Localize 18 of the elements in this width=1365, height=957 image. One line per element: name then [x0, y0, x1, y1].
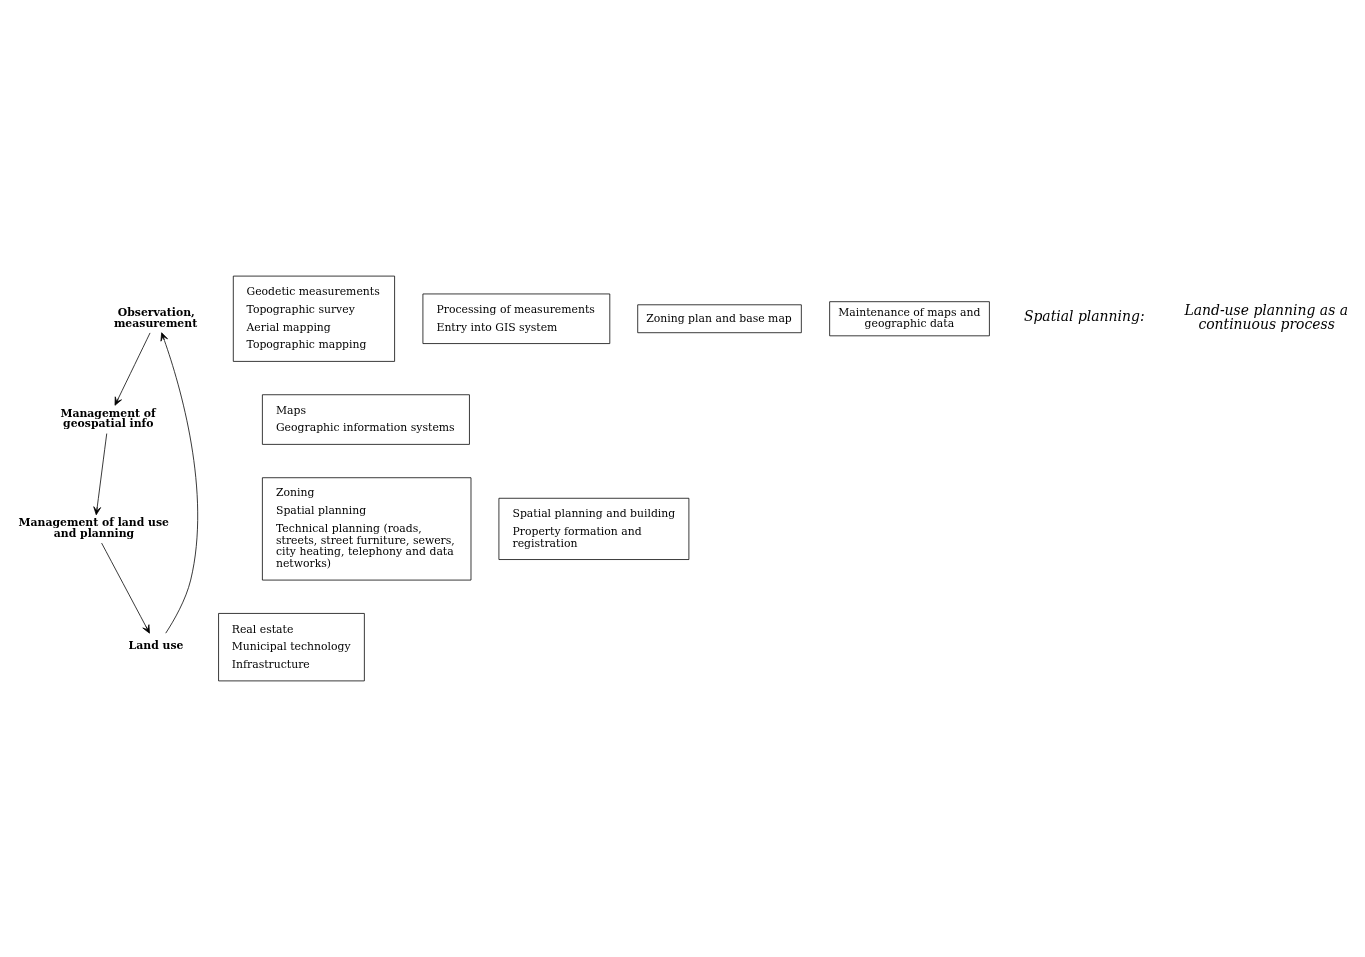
node-box: Maps Geographic information systems — [262, 394, 470, 445]
arrow — [101, 542, 150, 634]
node-box: Geodetic measurements Topographic survey Aerial mapping Topographic mapping — [232, 275, 395, 362]
node-text: Management of land use and planning — [18, 515, 169, 540]
node-box: Spatial planning and building Property formation and registration — [498, 497, 690, 560]
label: Land-use planning as a continuous process — [1184, 302, 1349, 333]
node-box: Maintenance of maps and geographic data — [829, 301, 990, 337]
node-box: Zoning Spatial planning Technical planning (roads, streets, street furniture, sewers, city heating, telephony and data networks) — [262, 477, 472, 581]
arrow — [93, 433, 108, 516]
node-text: Land use — [128, 639, 184, 653]
arrow — [160, 332, 199, 634]
node-box: Real estate Municipal technology Infrastructure — [218, 613, 365, 682]
node-box: Processing of measurements Entry into GIS system — [422, 293, 611, 344]
node-text: Observation, measurement — [113, 305, 198, 330]
node-text: Management of geospatial info — [60, 406, 156, 431]
node-box: Zoning plan and base map — [637, 304, 802, 334]
arrow — [114, 332, 151, 406]
label: Spatial planning: — [1023, 308, 1145, 325]
